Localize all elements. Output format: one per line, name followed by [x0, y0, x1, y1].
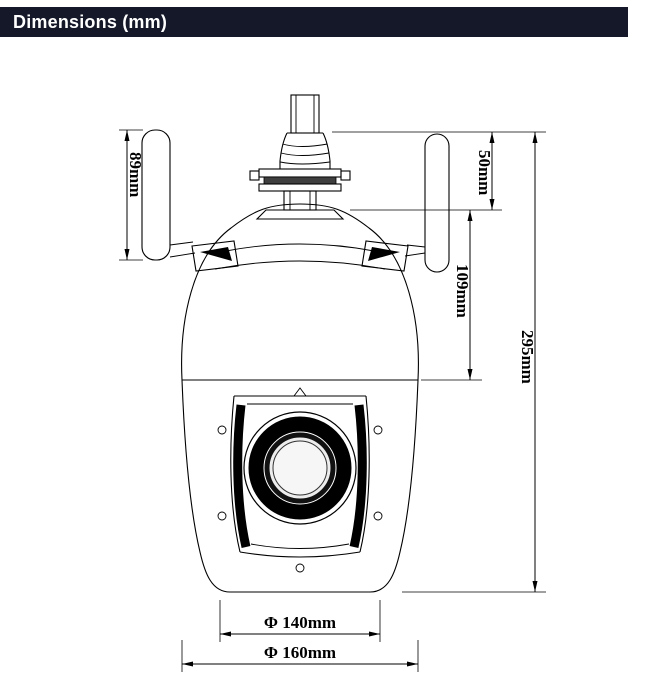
- flange-gasket: [263, 176, 337, 185]
- top-notch: [293, 387, 307, 397]
- lens-bezel: [248, 416, 352, 520]
- dim-label-base-diameter: Φ 160mm: [264, 643, 336, 662]
- header-bar: Dimensions (mm): [0, 7, 628, 37]
- top-collar: [255, 209, 345, 220]
- lens: [243, 411, 357, 525]
- screw-bottom-left: [217, 511, 227, 521]
- chin-screw: [295, 563, 305, 573]
- page-title: Dimensions (mm): [13, 11, 168, 32]
- dim-label-top-section: 50mm: [475, 150, 494, 195]
- lower-housing: [181, 379, 419, 593]
- lens-glass: [272, 440, 328, 496]
- left-wing: [191, 240, 239, 272]
- right-antenna-blade: [424, 133, 450, 273]
- window-frame: [230, 387, 370, 558]
- flange-bolt-right: [340, 170, 351, 181]
- dim-label-front-diameter: Φ 140mm: [264, 613, 336, 632]
- dome-seam-upper: [225, 243, 375, 252]
- screw-bottom-right: [373, 511, 383, 521]
- left-wing-vent: [200, 247, 232, 261]
- dome-seam-lower: [214, 260, 386, 270]
- dim-label-total-height: 295mm: [518, 330, 537, 384]
- screw-top-right: [373, 425, 383, 435]
- flange-bolt-left: [249, 170, 260, 181]
- right-antenna: [404, 133, 450, 273]
- dim-label-dome-height: 109mm: [453, 264, 472, 318]
- left-antenna-hinge: [169, 241, 194, 246]
- left-antenna-blade: [141, 129, 171, 261]
- mount-pipe: [290, 94, 320, 134]
- right-wing-vent: [368, 247, 400, 261]
- neck: [255, 190, 345, 220]
- pipe-outline: [290, 94, 320, 134]
- frame-band-left: [233, 404, 251, 548]
- frame-band-right: [349, 404, 367, 548]
- dome-top: [181, 203, 419, 381]
- mount-flange: [249, 168, 351, 192]
- dome-outline: [181, 203, 419, 381]
- dimension-annotations: 89mm 50mm 109mm 295mm Φ 140mm Φ 160mm: [119, 129, 546, 672]
- right-antenna-hinge: [406, 244, 426, 248]
- dim-label-antenna-height: 89mm: [126, 152, 145, 197]
- housing-outline: [181, 379, 419, 593]
- screw-top-left: [217, 425, 227, 435]
- camera-drawing: [141, 94, 450, 593]
- cable-gland: [279, 132, 331, 170]
- lens-outer-ring: [243, 411, 357, 525]
- right-wing: [361, 240, 409, 272]
- left-antenna: [141, 129, 196, 261]
